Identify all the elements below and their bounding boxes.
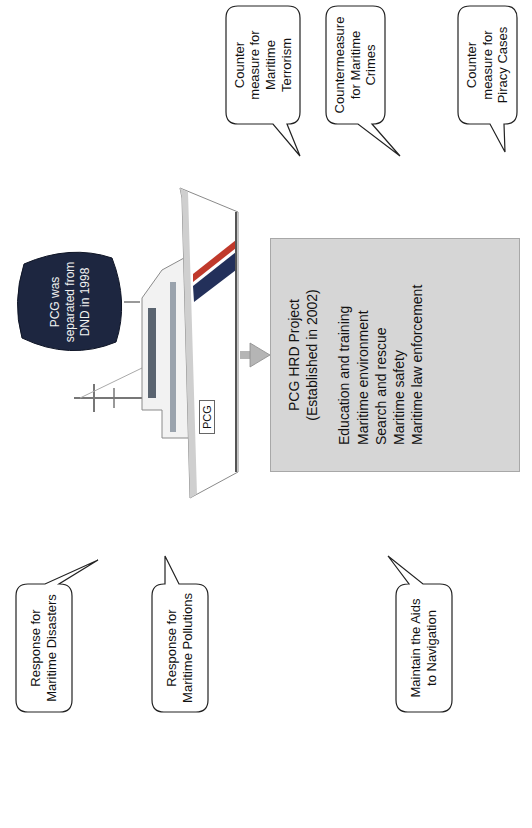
list-item: Maritime safety	[390, 251, 408, 445]
bubble-shape	[152, 556, 208, 712]
hull-marking: PCG	[199, 400, 215, 434]
box-heading: (Established in 2002)	[303, 251, 321, 459]
list-item: Education and training	[335, 251, 353, 445]
callout-text: Counter measure for Maritime Terrorism	[232, 15, 294, 115]
leader-line	[124, 301, 140, 302]
callout-bubble: Countermeasure for Maritime Crimes	[326, 6, 385, 124]
callout-bubble: Maintain the Aids to Navigation	[396, 584, 452, 712]
callout-bubble: Counter measure for Piracy Cases	[458, 6, 517, 124]
ship-node: PCG	[140, 188, 240, 498]
callout-bubble: Counter measure for Maritime Terrorism	[226, 6, 300, 124]
callout-text: Countermeasure for Maritime Crimes	[332, 15, 379, 115]
bubble-shape	[226, 6, 300, 156]
note-text: PCG was separated from DND in 1998	[48, 260, 93, 344]
bubble-shape	[458, 6, 517, 152]
bubble-shape	[326, 6, 400, 156]
bubble-shape	[388, 556, 452, 712]
list-item: Maritime law enforcement	[408, 251, 426, 445]
callout-bubble: Response for Maritime Disasters	[16, 584, 72, 712]
callout-bubble: Response for Maritime Pollutions	[152, 584, 208, 712]
callout-text: Response for Maritime Disasters	[28, 593, 59, 703]
blob-shape	[17, 252, 121, 350]
callout-text: Maintain the Aids to Navigation	[408, 593, 439, 703]
list-item: Search and rescue	[372, 251, 390, 445]
list-item: Maritime environment	[354, 251, 372, 445]
callout-text: Counter measure for Piracy Cases	[464, 15, 511, 115]
callout-text: Response for Maritime Pollutions	[164, 593, 195, 703]
box-heading: PCG HRD Project	[285, 251, 303, 459]
process-box: PCG HRD Project(Established in 2002) Educ…	[270, 238, 520, 472]
note-blob: PCG was separated from DND in 1998	[16, 248, 124, 356]
bubble-shape	[16, 560, 98, 712]
arrowhead	[250, 343, 270, 367]
